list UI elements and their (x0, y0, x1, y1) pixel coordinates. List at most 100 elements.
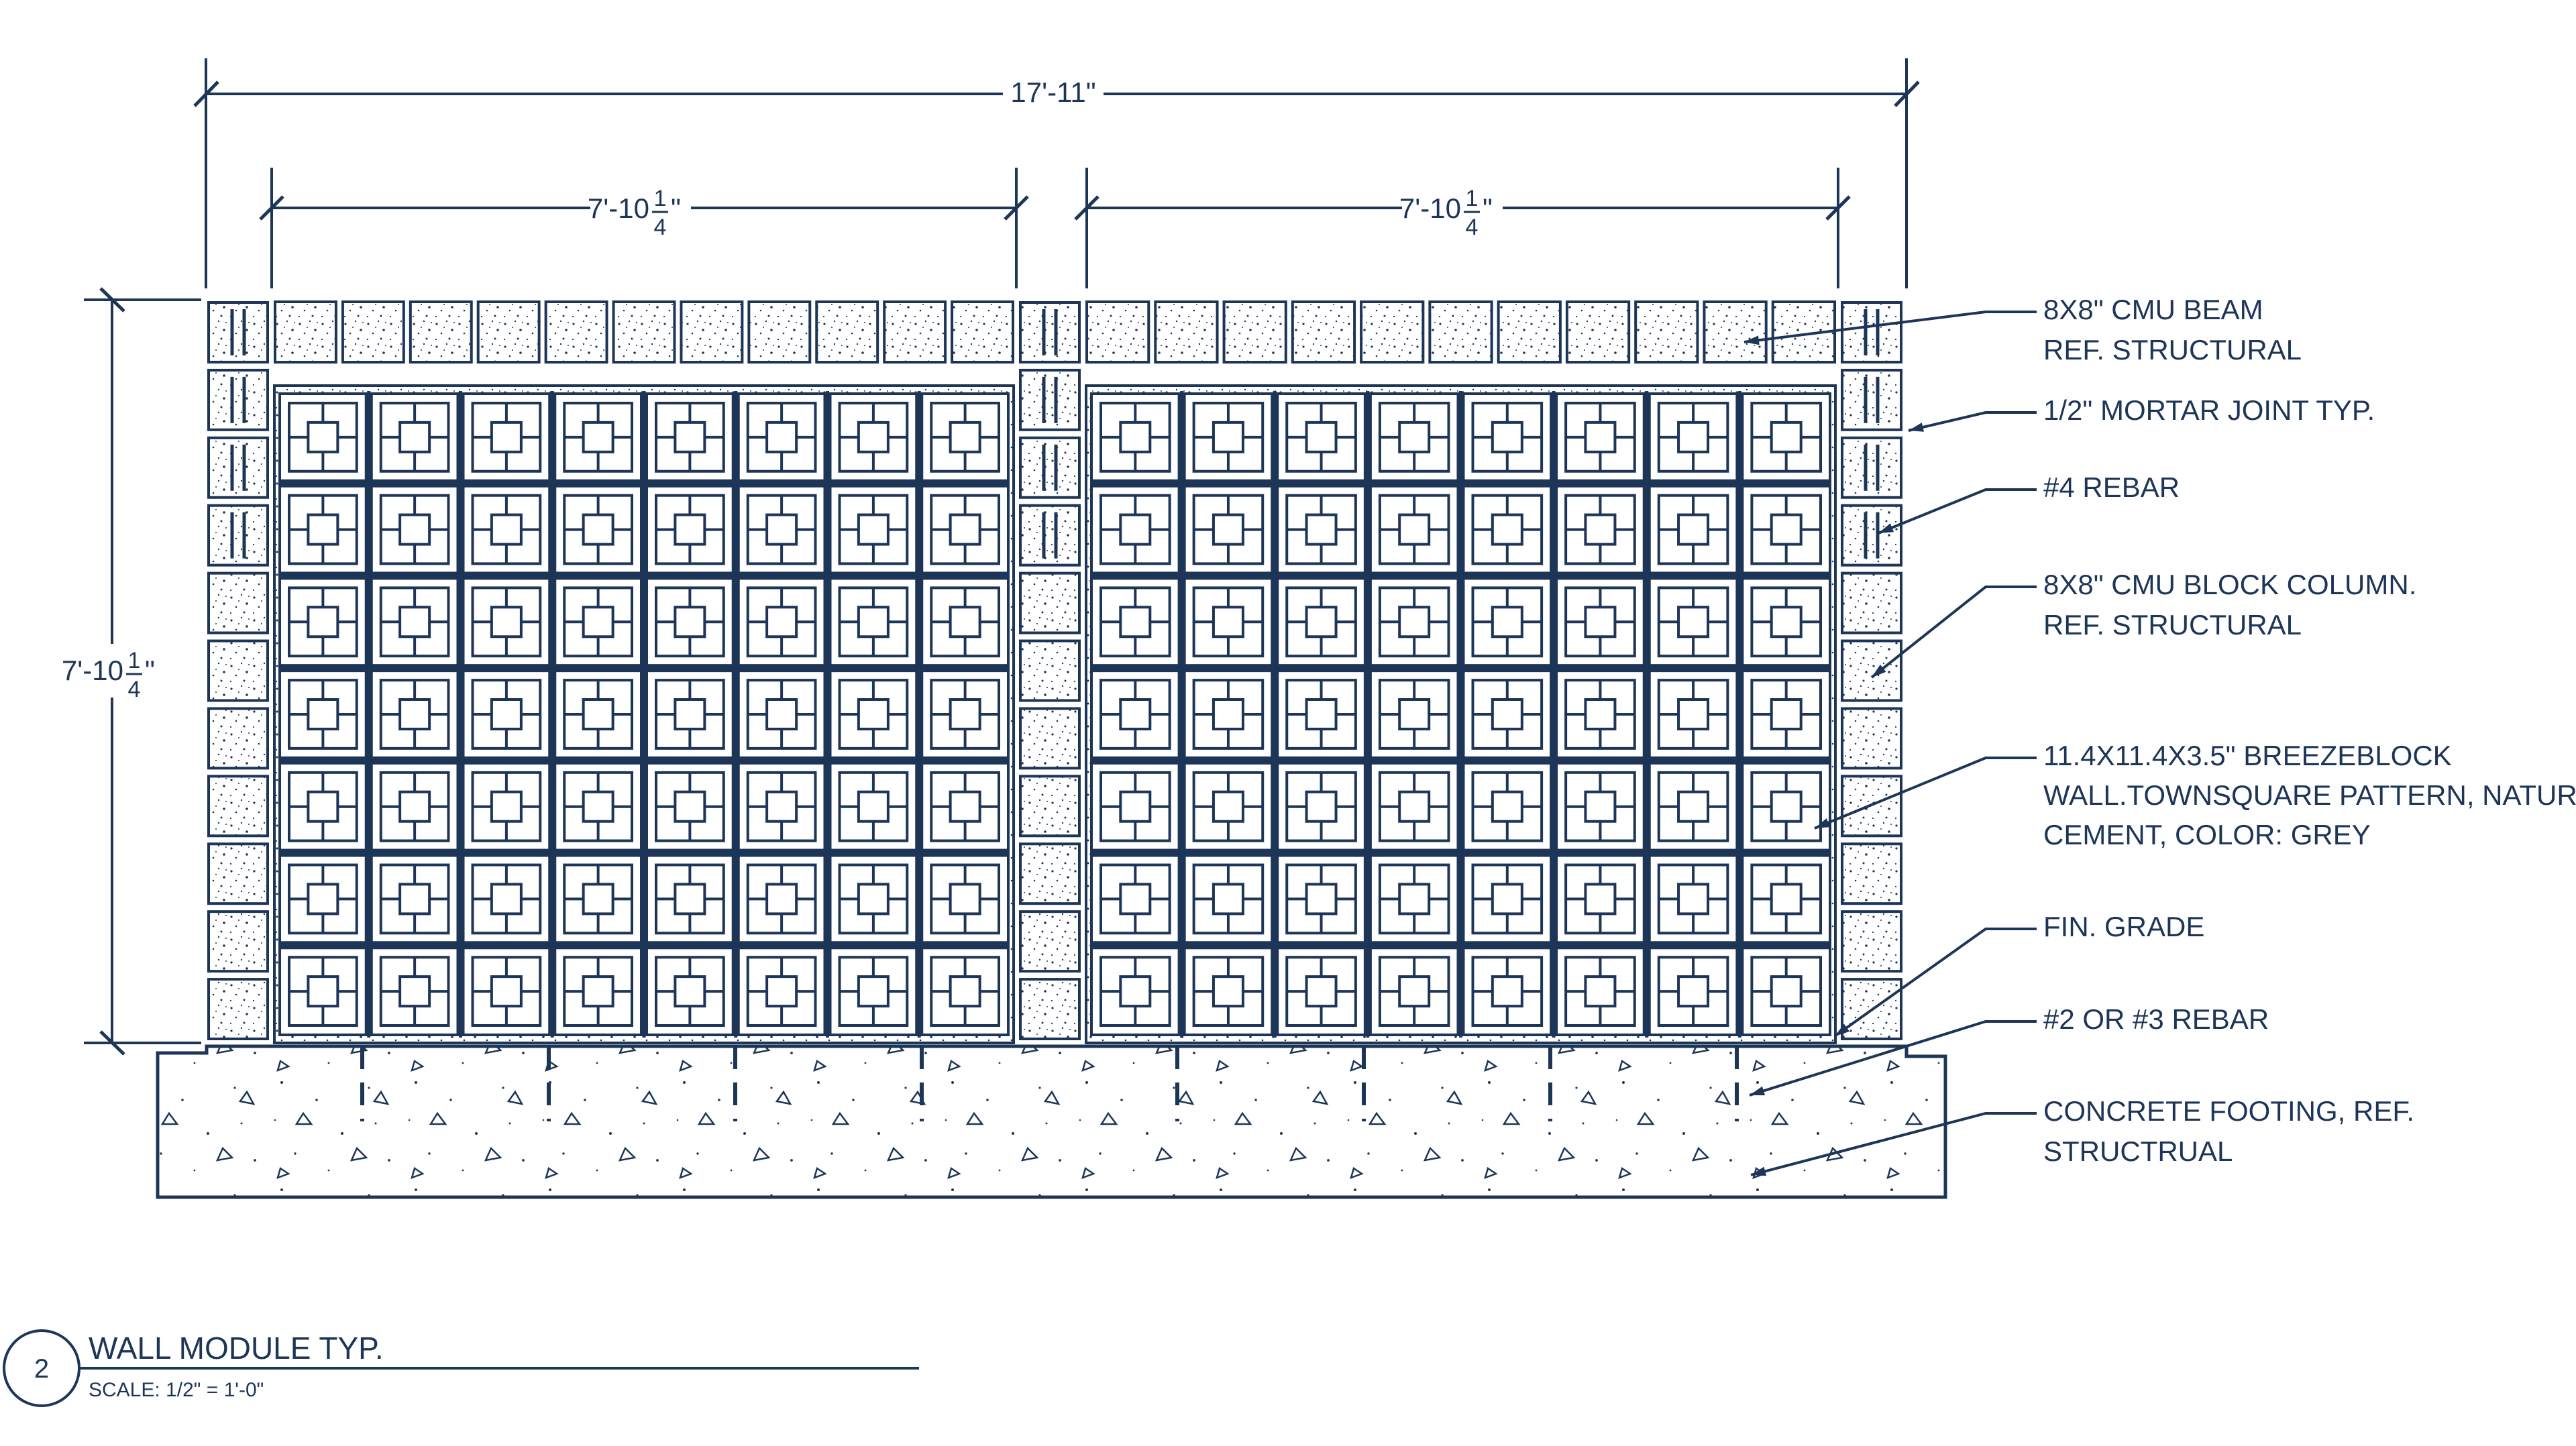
callout-fin-grade: FIN. GRADE (2043, 911, 2204, 942)
callout-breezeblock-line1: 11.4X11.4X3.5" BREEZEBLOCK (2043, 740, 2452, 771)
cmu-column-block (207, 978, 269, 1041)
svg-text:4: 4 (654, 215, 667, 240)
callout-leader (1833, 928, 2037, 1038)
cmu-column-block (207, 301, 269, 364)
cmu-beam-block (1291, 300, 1356, 364)
leader-arrowhead (1878, 523, 1894, 533)
cmu-column-block (207, 504, 269, 567)
right-panel-dim-mask (1402, 189, 1503, 243)
cmu-column-block (207, 707, 269, 770)
callout-leader (1749, 1020, 2037, 1097)
cmu-beam-block (1222, 300, 1287, 364)
dim-tick (1004, 195, 1029, 221)
callout-breezeblock-line2: WALL.TOWNSQUARE PATTERN, NATURAL (2043, 779, 2576, 811)
overall-width-dimension: 17'-11" (1010, 76, 1095, 108)
cmu-beam-block (341, 300, 405, 364)
cmu-column-block (207, 910, 269, 973)
cmu-column-block (1019, 978, 1081, 1041)
leader-arrowhead (1815, 818, 1831, 828)
svg-text:7'-10: 7'-10 (62, 655, 123, 686)
title-block: 2 WALL MODULE TYP. SCALE: 1/2" = 1'-0" (3, 1329, 919, 1407)
leader-arrowhead (1750, 1086, 1766, 1096)
cmu-column-block (1841, 707, 1902, 770)
left-panel-dimension: 7'-10 1 4 " (588, 186, 681, 240)
cmu-beam-block (1497, 300, 1562, 364)
detail-title: WALL MODULE TYP. (89, 1331, 384, 1366)
cmu-column-block (207, 639, 269, 702)
svg-text:1: 1 (654, 186, 667, 211)
svg-text:4: 4 (128, 677, 141, 702)
svg-text:4: 4 (1466, 215, 1479, 240)
cmu-column-block (1019, 842, 1081, 905)
dim-tick (193, 80, 219, 107)
cmu-beam-block (1703, 300, 1768, 364)
dim-tick (1894, 80, 1920, 107)
callout-footing-line2: STRUCTRUAL (2043, 1135, 2233, 1167)
cmu-beam-block (544, 300, 608, 364)
svg-text:": " (1483, 192, 1493, 224)
cmu-beam-block (680, 300, 744, 364)
cmu-column-block (1841, 978, 1902, 1041)
detail-number-bubble (3, 1329, 80, 1407)
cmu-column-block (1841, 301, 1902, 364)
cmu-column-block (1841, 504, 1902, 567)
leader-arrowhead (1909, 423, 1925, 432)
callout-leader (1743, 311, 2037, 343)
cmu-column-block (1019, 910, 1081, 973)
height-dimension: 7'-10 1 4 " (62, 648, 155, 702)
cmu-beam-block (612, 300, 676, 364)
callout-leader (1814, 757, 2037, 830)
cmu-column-block (1019, 504, 1081, 567)
leader-arrowhead (1751, 1166, 1767, 1176)
cmu-column-block (1019, 707, 1081, 770)
cmu-column-block (1841, 571, 1902, 634)
svg-text:": " (671, 192, 681, 224)
cmu-beam-block (476, 300, 541, 364)
callout-labels: 8X8" CMU BEAM REF. STRUCTURAL 1/2" MORTA… (2043, 294, 2576, 1167)
callout-breezeblock-line3: CEMENT, COLOR: GREY (2043, 819, 2371, 850)
cmu-column-block (207, 842, 269, 905)
svg-text:7'-10: 7'-10 (588, 192, 649, 224)
cmu-beam-block (883, 300, 947, 364)
dim-tick (99, 1030, 125, 1056)
callout-mortar-joint: 1/2" MORTAR JOINT TYP. (2043, 394, 2375, 426)
svg-text:7'-10: 7'-10 (1399, 192, 1461, 224)
callout-leader (1870, 586, 2037, 679)
detail-scale: SCALE: 1/2" = 1'-0" (89, 1379, 264, 1401)
cmu-column-block (1841, 842, 1902, 905)
dim-tick (1825, 195, 1851, 221)
dim-tick (1074, 195, 1099, 221)
callout-block-column-line2: REF. STRUCTURAL (2043, 609, 2302, 641)
cmu-column-block (1019, 775, 1081, 838)
callout-rebar-2-3: #2 OR #3 REBAR (2043, 1003, 2269, 1035)
cmu-beam-block (1428, 300, 1493, 364)
cmu-beam-block (1565, 300, 1631, 364)
overall-width-dim-mask (1003, 75, 1104, 110)
dim-tick (99, 287, 125, 313)
callout-leader (1750, 1112, 2037, 1176)
left-panel-dim-mask (590, 189, 691, 243)
cmu-column-block (207, 775, 269, 838)
dim-tick (259, 195, 284, 221)
cmu-beam-block (1360, 300, 1425, 364)
cmu-beam-block (1771, 300, 1837, 364)
leader-arrowhead (1744, 335, 1760, 345)
right-panel-dimension: 7'-10 1 4 " (1399, 186, 1493, 240)
cmu-beam-block (1634, 300, 1699, 364)
cmu-column-block (1019, 368, 1081, 431)
cmu-beam-block (1154, 300, 1219, 364)
svg-text:1: 1 (1466, 186, 1479, 211)
callout-cmu-beam-line2: REF. STRUCTURAL (2043, 334, 2302, 366)
callout-footing-line1: CONCRETE FOOTING, REF. (2043, 1095, 2414, 1127)
cmu-beam-block (747, 300, 812, 364)
cmu-column-block (1841, 910, 1902, 973)
concrete-footing (156, 1044, 1947, 1199)
cmu-beam-block (951, 300, 1015, 364)
cmu-beam-block (815, 300, 879, 364)
detail-number: 2 (34, 1354, 49, 1384)
wall-elevation (84, 58, 2037, 1199)
height-dim-mask (64, 644, 158, 698)
callout-cmu-beam-line1: 8X8" CMU BEAM (2043, 294, 2263, 325)
leader-arrowhead (1872, 664, 1886, 677)
